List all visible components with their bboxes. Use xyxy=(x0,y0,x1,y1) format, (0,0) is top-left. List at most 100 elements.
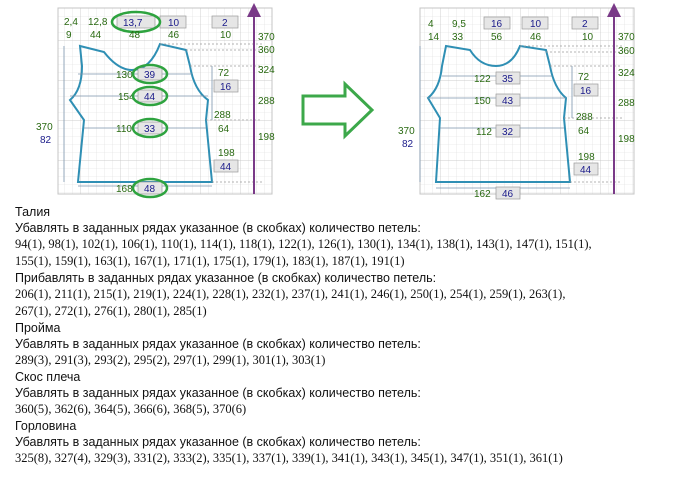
top-label: 46 xyxy=(530,32,542,43)
top-label: 48 xyxy=(129,30,141,41)
highlight-ring xyxy=(131,85,169,107)
inner-label: 72 xyxy=(218,68,230,79)
instruction-text: Прибавлять в заданных рядах указанное (в… xyxy=(15,271,437,285)
highlight-ring xyxy=(131,63,169,85)
scale-label: 370 xyxy=(618,32,635,43)
top-label: 4 xyxy=(428,19,434,30)
instruction-text: Убавлять в заданных рядах указанное (в с… xyxy=(15,435,421,449)
row-values: 206(1), 211(1), 215(1), 219(1), 224(1), … xyxy=(15,287,566,301)
value-box xyxy=(137,67,163,81)
inner-label: 72 xyxy=(578,72,590,83)
value-box xyxy=(521,16,549,30)
box-value: 44 xyxy=(220,162,232,173)
top-label: 56 xyxy=(491,32,503,43)
width-label: 130 xyxy=(116,70,133,81)
highlight-ring xyxy=(110,10,162,34)
diagrams-svg: 2,4 12,8 13,7 10 2 9 44 48 46 10 130 39 … xyxy=(36,3,635,200)
height-label: 370 xyxy=(36,122,53,133)
section-title-neckline: Горловина xyxy=(15,419,77,433)
value-box xyxy=(116,15,156,29)
pattern-diagrams: 2,4 12,8 13,7 10 2 9 44 48 46 10 130 39 … xyxy=(0,0,700,200)
width-label: 150 xyxy=(474,96,491,107)
scale-label: 324 xyxy=(258,65,275,76)
value-box xyxy=(211,15,239,29)
top-label: 14 xyxy=(428,32,440,43)
scale-label: 198 xyxy=(618,134,635,145)
box-value: 33 xyxy=(144,124,156,135)
value-box xyxy=(483,16,511,30)
top-label: 9 xyxy=(66,30,72,41)
value-box xyxy=(213,79,239,93)
width-label: 110 xyxy=(116,124,132,135)
highlight-ring xyxy=(131,177,169,199)
box-value: 16 xyxy=(491,19,503,30)
scale-label: 360 xyxy=(258,45,275,56)
row-values: 360(5), 362(6), 364(5), 366(6), 368(5), … xyxy=(15,402,247,416)
inner-label: 64 xyxy=(218,124,230,135)
value-box xyxy=(137,181,163,195)
box-value: 46 xyxy=(502,189,514,200)
scale-label: 288 xyxy=(618,98,635,109)
transition-arrow-icon xyxy=(301,80,375,140)
box-value: 16 xyxy=(220,82,232,93)
box-value: 44 xyxy=(144,92,156,103)
value-box xyxy=(495,93,521,107)
highlight-ring xyxy=(131,117,169,139)
box-value: 44 xyxy=(580,165,592,176)
instruction-text: Убавлять в заданных рядах указанное (в с… xyxy=(15,386,421,400)
value-box xyxy=(573,162,599,176)
scale-label: 324 xyxy=(618,68,635,79)
section-title-shoulder: Скос плеча xyxy=(15,370,81,384)
top-label: 9,5 xyxy=(452,19,466,30)
box-value: 32 xyxy=(502,127,514,138)
garment-outline xyxy=(426,44,572,183)
width-label: 162 xyxy=(474,189,491,200)
scale-label: 360 xyxy=(618,46,635,57)
row-values: 325(8), 327(4), 329(3), 331(2), 333(2), … xyxy=(15,451,563,465)
value-box xyxy=(137,121,163,135)
top-label: 46 xyxy=(168,30,180,41)
value-box xyxy=(495,124,521,138)
box-value: 48 xyxy=(144,184,156,195)
width-label: 154 xyxy=(118,92,135,103)
box-value: 43 xyxy=(502,96,514,107)
diagram-adjusted: 4 9,5 16 10 2 14 33 56 46 10 122 35 150 … xyxy=(398,3,635,200)
instruction-text: Убавлять в заданных рядах указанное (в с… xyxy=(15,221,421,235)
inner-label: 198 xyxy=(578,152,595,163)
box-value: 39 xyxy=(144,70,156,81)
width-label: 168 xyxy=(116,184,133,195)
height-label: 82 xyxy=(40,135,52,146)
scale-label: 198 xyxy=(258,132,275,143)
box-value: 13,7 xyxy=(123,18,143,29)
instruction-text: Убавлять в заданных рядах указанное (в с… xyxy=(15,337,421,351)
box-value: 10 xyxy=(168,18,180,29)
value-box xyxy=(213,159,239,173)
value-box xyxy=(495,186,521,200)
top-label: 10 xyxy=(220,30,232,41)
box-value: 35 xyxy=(502,74,514,85)
section-title-waist: Талия xyxy=(15,205,51,219)
box-value: 10 xyxy=(530,19,542,30)
section-title-armhole: Пройма xyxy=(15,321,61,335)
instructions-text: Талия Убавлять в заданных рядах указанно… xyxy=(15,204,700,467)
row-values: 155(1), 159(1), 163(1), 167(1), 171(1), … xyxy=(15,254,405,268)
value-box xyxy=(571,16,599,30)
scale-label: 288 xyxy=(258,96,275,107)
height-label: 370 xyxy=(398,126,415,137)
width-label: 122 xyxy=(474,74,491,85)
width-label: 112 xyxy=(476,127,492,138)
inner-label: 64 xyxy=(578,126,590,137)
row-values: 289(3), 291(3), 293(2), 295(2), 297(1), … xyxy=(15,353,326,367)
inner-label: 288 xyxy=(576,112,593,123)
height-label: 82 xyxy=(402,139,414,150)
value-box xyxy=(495,71,521,85)
inner-label: 198 xyxy=(218,148,235,159)
value-box xyxy=(137,89,163,103)
scale-label: 370 xyxy=(258,32,275,43)
top-label: 12,8 xyxy=(88,17,108,28)
box-value: 2 xyxy=(582,19,588,30)
value-box xyxy=(573,83,599,97)
row-values: 267(1), 272(1), 276(1), 280(1), 285(1) xyxy=(15,304,207,318)
garment-outline xyxy=(68,42,214,183)
box-value: 16 xyxy=(580,86,592,97)
